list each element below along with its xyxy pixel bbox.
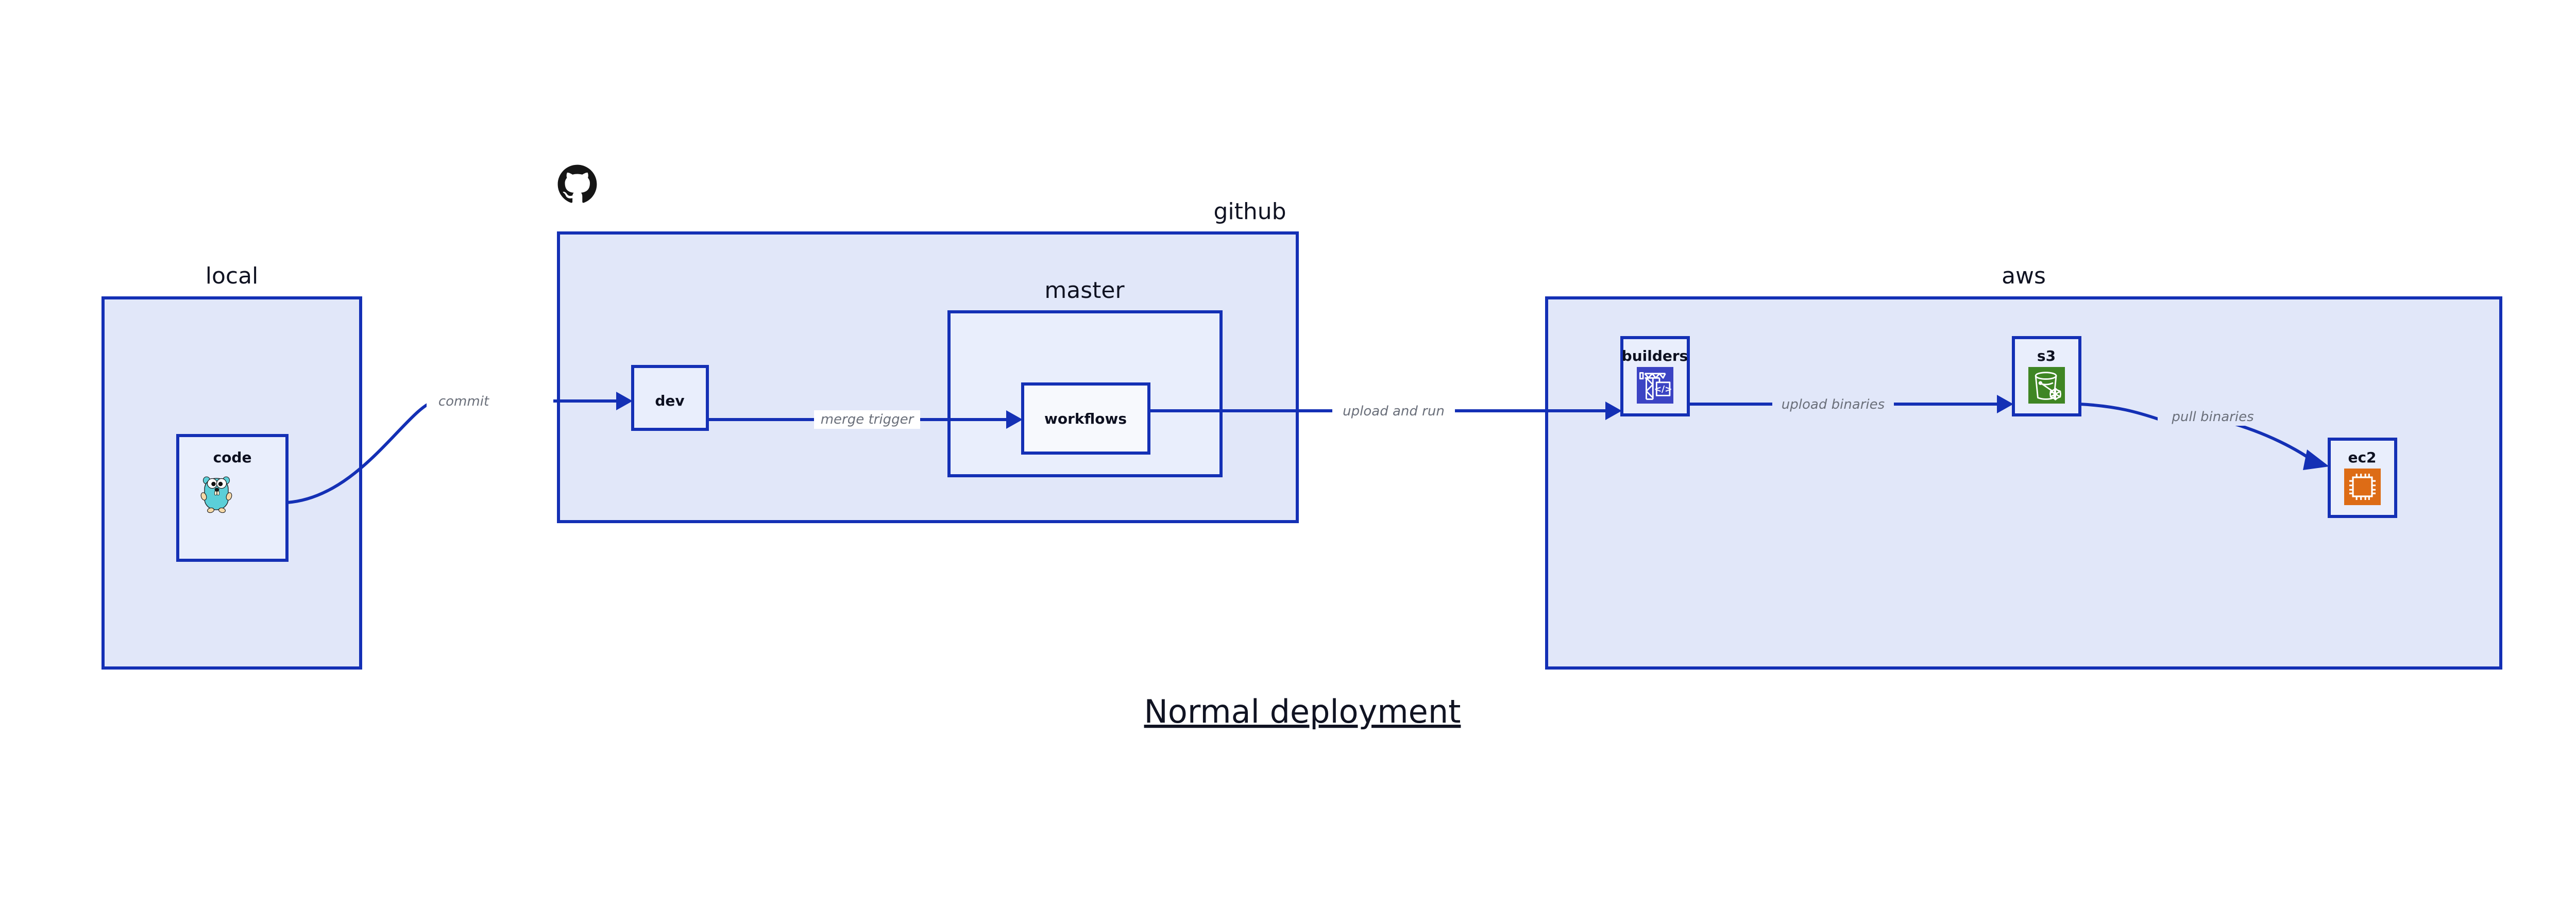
node-box-dev[interactable] — [631, 365, 709, 431]
aws-s3-glacier-bucket-icon — [2027, 366, 2066, 405]
edge-label-merge-trigger: merge trigger — [821, 412, 915, 427]
edge-label-upload-binaries: upload binaries — [1782, 397, 1885, 412]
node-label-s3: s3 — [2037, 347, 2056, 364]
edge-label-pull-binaries: pull binaries — [2171, 409, 2253, 425]
edge-upload-and-run[interactable]: upload and run — [1149, 402, 1622, 420]
group-label-local: local — [206, 263, 259, 289]
aws-ec2-chip-icon — [2343, 467, 2382, 506]
edge-arrowhead-upload-and-run — [1605, 402, 1622, 420]
edge-label-bg-upload-and-run — [1332, 402, 1455, 420]
node-box-code[interactable] — [176, 434, 289, 562]
group-label-aws: aws — [2002, 263, 2046, 289]
edge-upload-binaries[interactable]: upload binaries — [1688, 395, 2013, 413]
group-aws[interactable]: aws builders s3 ec2 — [1545, 263, 2502, 670]
node-label-code: code — [213, 449, 252, 466]
subgroup-master[interactable]: master workflows — [947, 277, 1223, 477]
node-label-workflows: workflows — [1044, 410, 1127, 427]
edge-label-bg-pull-binaries — [2158, 407, 2268, 426]
diagram-title: Normal deployment — [1144, 693, 1461, 730]
aws-codebuild-crane-icon — [1636, 366, 1674, 405]
node-code[interactable]: code — [176, 434, 289, 562]
edge-pull-binaries[interactable]: pull binaries — [2079, 403, 2329, 470]
edge-label-commit: commit — [438, 394, 489, 409]
edge-arrowhead-commit — [616, 392, 633, 410]
group-label-master: master — [1044, 277, 1125, 304]
node-ec2[interactable]: ec2 — [2328, 438, 2397, 518]
edge-arrowhead-merge-trigger — [1006, 410, 1023, 429]
edge-label-bg-merge-trigger — [814, 410, 920, 429]
edge-label-bg-commit — [427, 392, 553, 410]
edge-label-upload-and-run: upload and run — [1343, 404, 1445, 419]
group-github[interactable]: github dev master workflows — [557, 164, 1299, 523]
node-workflows[interactable]: workflows — [1021, 382, 1150, 455]
group-local[interactable]: local code — [101, 263, 362, 670]
github-octocat-icon — [557, 164, 597, 203]
node-label-dev: dev — [655, 392, 684, 409]
node-dev[interactable]: dev — [631, 365, 709, 431]
edge-commit[interactable]: commit — [286, 392, 633, 504]
edge-arrowhead-pull-binaries — [2303, 449, 2329, 470]
node-s3[interactable]: s3 — [2012, 336, 2081, 416]
group-label-github: github — [1213, 198, 1286, 225]
edge-label-bg-upload-binaries — [1772, 395, 1894, 413]
node-box-workflows[interactable] — [1021, 382, 1150, 455]
edge-arrowhead-upload-binaries — [1997, 395, 2013, 413]
edge-line-pull-binaries-a — [2079, 403, 2160, 421]
node-label-ec2: ec2 — [2348, 449, 2376, 466]
node-builders[interactable]: builders — [1620, 336, 1690, 416]
edge-merge-trigger[interactable]: merge trigger — [707, 410, 1023, 429]
edge-line-commit — [286, 399, 436, 504]
node-label-builders: builders — [1622, 347, 1688, 364]
